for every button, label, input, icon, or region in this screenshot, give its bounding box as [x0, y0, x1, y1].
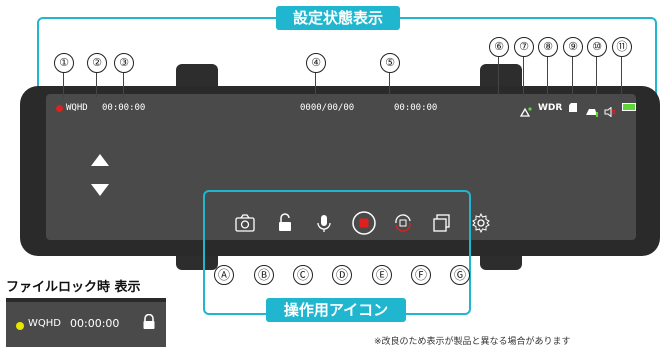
rec-dot	[56, 105, 63, 112]
scroll-up-arrow[interactable]	[91, 154, 109, 166]
op-letter-a: Ⓐ	[214, 265, 234, 285]
op-letter-e: Ⓔ	[372, 265, 392, 285]
lock-resolution: WQHD	[28, 318, 61, 329]
status-number-5: ⑤	[380, 53, 400, 73]
op-letter-d: Ⓓ	[332, 265, 352, 285]
leader-line	[572, 57, 573, 97]
record-icon[interactable]	[351, 210, 377, 236]
status-number-11: ⑪	[612, 37, 632, 57]
rotate-icon[interactable]	[392, 212, 414, 234]
leader-line	[621, 57, 622, 97]
status-number-1: ①	[54, 53, 74, 73]
microphone-icon[interactable]	[313, 212, 335, 234]
battery-icon	[622, 103, 636, 111]
ops-callout-label: 操作用アイコン	[266, 298, 406, 322]
lock-elapsed: 00:00:00	[70, 317, 120, 330]
lock-dot	[16, 322, 24, 330]
status-number-6: ⑥	[489, 37, 509, 57]
op-letter-b: Ⓑ	[254, 265, 274, 285]
op-letter-c: Ⓒ	[293, 265, 313, 285]
gallery-icon[interactable]	[431, 212, 453, 234]
elapsed-time: 00:00:00	[102, 103, 146, 113]
footnote: ※改良のため表示が製品と異なる場合があります	[374, 337, 571, 347]
unlock-icon[interactable]	[274, 212, 296, 234]
leader-line	[596, 57, 597, 97]
time-display: 00:00:00	[394, 103, 438, 113]
status-callout-label: 設定状態表示	[276, 6, 400, 30]
status-number-4: ④	[306, 53, 326, 73]
wdr-icon: WDR	[538, 103, 563, 113]
mirror-screen: WQHD 00:00:00 0000/00/00 00:00:00 WDR	[46, 94, 636, 240]
lock-panel: WQHD 00:00:00	[6, 298, 166, 347]
parking-icon	[585, 102, 599, 117]
leader-line	[63, 73, 64, 98]
status-number-3: ③	[114, 53, 134, 73]
leader-line	[498, 57, 499, 97]
leader-line	[389, 73, 390, 98]
date-display: 0000/00/00	[300, 103, 355, 113]
leader-line	[123, 73, 124, 98]
status-number-2: ②	[87, 53, 107, 73]
lock-icon	[142, 313, 156, 330]
leader-line	[523, 57, 524, 97]
leader-line	[315, 73, 316, 98]
mirror-device: WQHD 00:00:00 0000/00/00 00:00:00 WDR	[20, 86, 660, 256]
op-letter-f: Ⓕ	[411, 265, 431, 285]
speaker-mute-icon	[604, 102, 616, 118]
scroll-down-arrow[interactable]	[91, 184, 109, 196]
camera-icon[interactable]	[234, 212, 256, 234]
status-number-8: ⑧	[538, 37, 558, 57]
leader-line	[96, 73, 97, 98]
lock-panel-title: ファイルロック時 表示	[6, 280, 141, 295]
ops-callout-frame	[203, 190, 471, 315]
sd-card-icon	[569, 103, 577, 112]
resolution-label: WQHD	[66, 103, 88, 113]
status-number-10: ⑩	[587, 37, 607, 57]
gear-icon[interactable]	[470, 212, 492, 234]
status-number-9: ⑨	[563, 37, 583, 57]
op-letter-g: Ⓖ	[450, 265, 470, 285]
gps-icon	[519, 102, 532, 117]
leader-line	[547, 57, 548, 97]
status-number-7: ⑦	[514, 37, 534, 57]
